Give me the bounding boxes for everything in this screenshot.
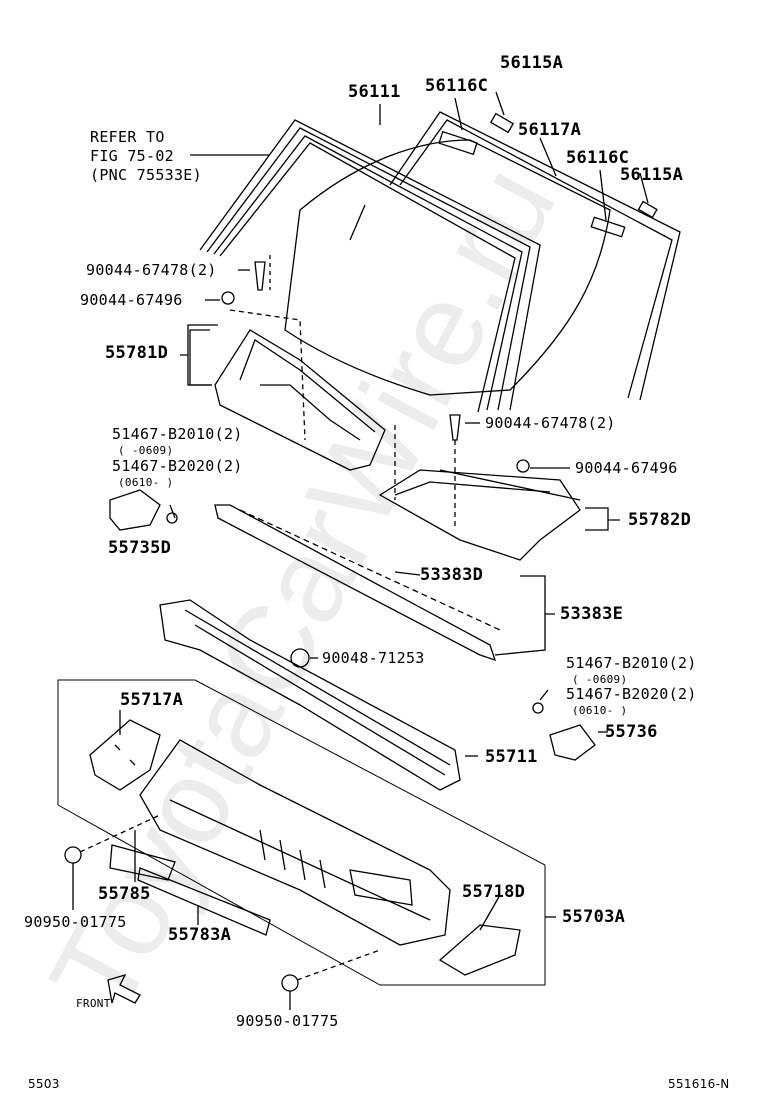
seal-53383E — [214, 504, 497, 662]
moulding-left — [199, 119, 541, 411]
seal-55785 — [109, 844, 176, 881]
label-56115A-right: 56115A — [620, 165, 684, 185]
dam-right — [590, 216, 626, 238]
label-55783A: 55783A — [168, 925, 232, 945]
label-53383E: 53383E — [560, 604, 624, 624]
label-55736: 55736 — [605, 722, 658, 742]
spacer-top — [489, 112, 515, 134]
label-refer-line3: (PNC 75533E) — [90, 166, 202, 184]
label-90950-01775-bottom: 90950-01775 — [236, 1012, 339, 1030]
label-51467-B2010-right: 51467-B2010(2) — [566, 654, 697, 672]
label-front: FRONT — [76, 997, 111, 1010]
label-56111: 56111 — [348, 82, 401, 102]
label-55711: 55711 — [485, 747, 538, 767]
label-90044-67478-left: 90044-67478(2) — [86, 261, 217, 279]
label-55781D: 55781D — [105, 343, 169, 363]
label-51467-B2020-right: 51467-B2020(2) — [566, 685, 697, 703]
label-56116C-top: 56116C — [425, 76, 489, 96]
nut-90048-71253 — [290, 648, 310, 668]
cowl-panel-right — [378, 469, 581, 561]
label-90044-67496-left: 90044-67496 — [80, 291, 183, 309]
grommet-90044-67496-right — [516, 459, 530, 473]
label-0610-left: (0610- ) — [118, 476, 174, 489]
label-0609-left: ( -0609) — [118, 444, 174, 457]
footer-page-number: 5503 — [28, 1077, 60, 1091]
label-51467-B2010-left: 51467-B2010(2) — [112, 425, 243, 443]
windshield-glass — [284, 139, 611, 396]
label-refer-line2: FIG 75-02 — [90, 147, 174, 165]
label-55785: 55785 — [98, 884, 151, 904]
bracket-55735D — [109, 489, 161, 531]
clip-90044-67478-left — [254, 261, 266, 291]
label-55718D: 55718D — [462, 882, 526, 902]
label-55782D: 55782D — [628, 510, 692, 530]
enclosure-55703A — [57, 679, 546, 986]
plug-90950-01775-right — [281, 974, 299, 992]
grommet-90044-67496-left — [221, 291, 235, 305]
seal-55783A — [137, 867, 271, 936]
cowl-outer-55711 — [159, 599, 461, 791]
cowl-panel-left — [214, 329, 386, 471]
label-56115A-top: 56115A — [500, 53, 564, 73]
dam-top — [438, 130, 478, 156]
label-55703A: 55703A — [562, 907, 626, 927]
windshield-glass-inner — [349, 204, 366, 241]
bracket-55718D — [438, 924, 521, 976]
label-90044-67478-right: 90044-67478(2) — [485, 414, 616, 432]
bracket-55717A — [89, 719, 161, 791]
moulding-right — [389, 111, 681, 401]
label-0609-right: ( -0609) — [572, 673, 628, 686]
label-56116C-right: 56116C — [566, 148, 630, 168]
cowl-inner-55703A — [139, 739, 451, 946]
plug-90950-01775-left — [64, 846, 82, 864]
label-56117A: 56117A — [518, 120, 582, 140]
label-53383D: 53383D — [420, 565, 484, 585]
bracket-55736 — [549, 724, 596, 761]
label-90950-01775-left: 90950-01775 — [24, 913, 127, 931]
label-55735D: 55735D — [108, 538, 172, 558]
clip-90044-67478-right — [449, 414, 461, 441]
label-refer-line1: REFER TO — [90, 128, 165, 146]
label-55717A: 55717A — [120, 690, 184, 710]
label-90044-67496-right: 90044-67496 — [575, 459, 678, 477]
spacer-right — [637, 200, 658, 219]
label-90048-71253: 90048-71253 — [322, 649, 425, 667]
label-0610-right: (0610- ) — [572, 704, 628, 717]
label-51467-B2020-left: 51467-B2020(2) — [112, 457, 243, 475]
footer-diagram-code: 551616-N — [668, 1077, 730, 1091]
front-arrow — [107, 973, 141, 1004]
